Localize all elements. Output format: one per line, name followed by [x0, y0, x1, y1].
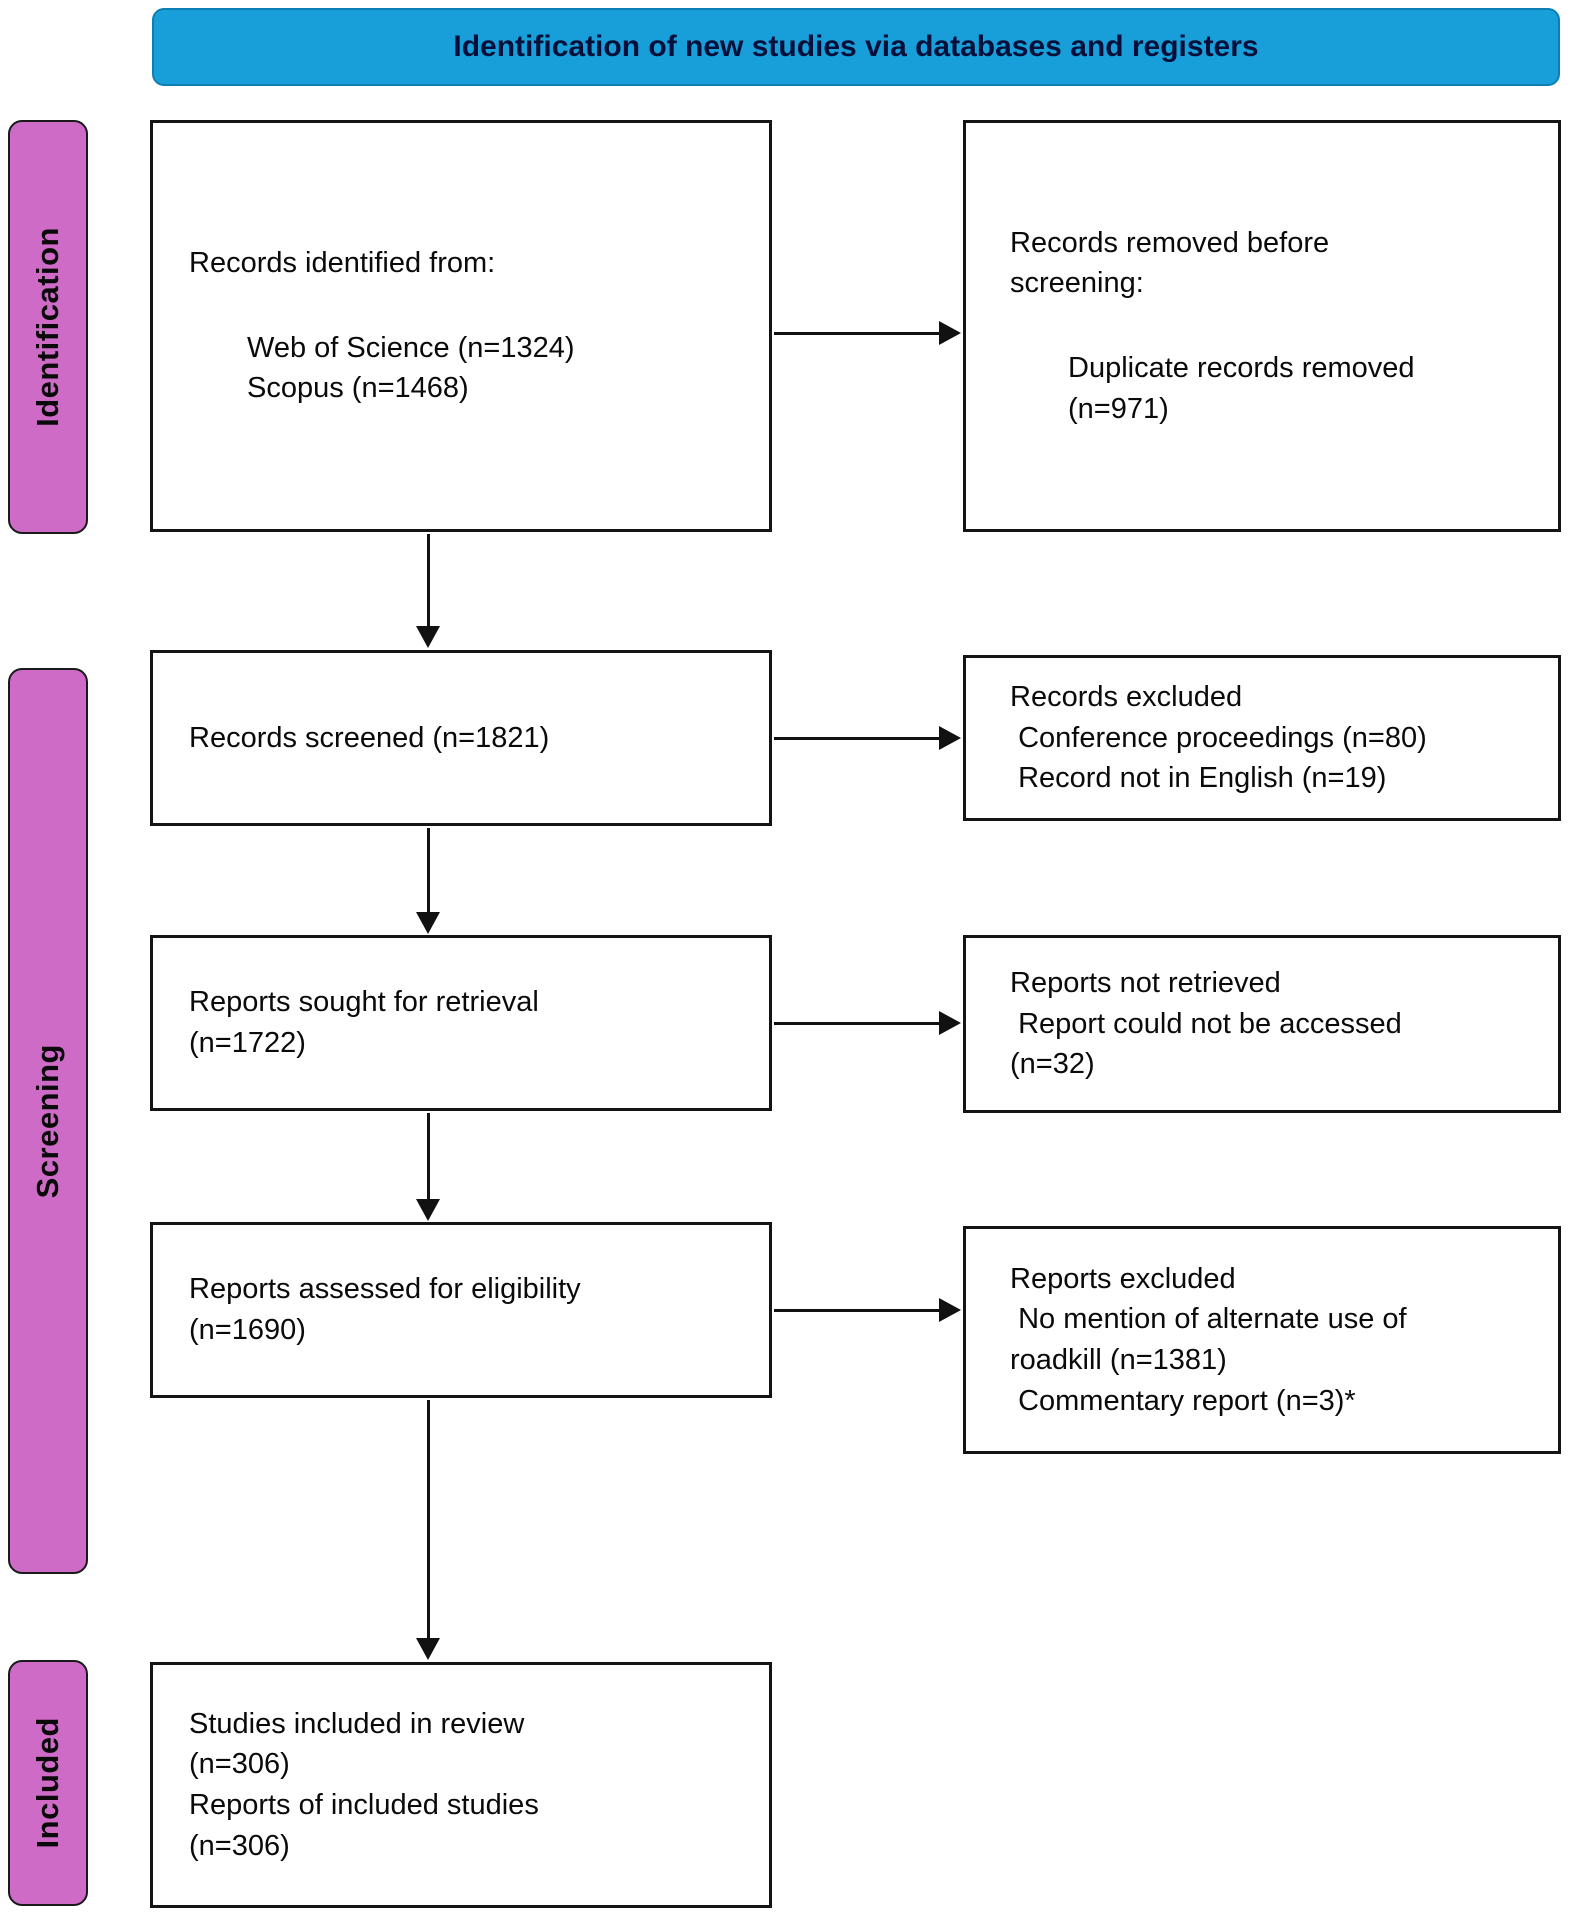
duplicates-removed-line-1: Duplicate records removed	[1068, 352, 1415, 384]
box-reports-not-retrieved-line-2: Report could not be accessed	[1010, 1007, 1402, 1040]
box-reports-sought: Reports sought for retrieval (n=1722)	[150, 935, 772, 1111]
duplicates-removed-line-2: (n=971)	[1068, 392, 1169, 425]
arrow-head-icon	[939, 321, 961, 345]
stage-label-included: Included	[8, 1660, 88, 1906]
box-reports-not-retrieved-line-3: (n=32)	[1010, 1048, 1095, 1081]
box-reports-not-retrieved: Reports not retrieved Report could not b…	[963, 935, 1561, 1113]
box-studies-included-line-4: (n=306)	[189, 1829, 290, 1862]
arrow-shaft	[774, 1021, 939, 1025]
box-records-excluded-line-1: Records excluded	[1010, 681, 1243, 714]
box-reports-excluded-line-3: roadkill (n=1381)	[1010, 1344, 1227, 1376]
box-records-identified-title: Records identified from:	[189, 247, 496, 280]
box-reports-excluded-line-2: No mention of alternate use of	[1010, 1303, 1407, 1336]
arrow-head-icon	[416, 912, 440, 934]
box-records-removed-title-2: screening:	[1010, 267, 1144, 300]
box-reports-assessed: Reports assessed for eligibility (n=1690…	[150, 1222, 772, 1398]
box-reports-excluded-line-4: Commentary report (n=3)*	[1010, 1384, 1356, 1417]
stage-label-included-text: Included	[30, 1717, 65, 1849]
box-studies-included-line-2: (n=306)	[189, 1748, 290, 1781]
stage-label-screening: Screening	[8, 668, 88, 1574]
stage-label-identification: Identification	[8, 120, 88, 534]
box-reports-sought-line-2: (n=1722)	[189, 1027, 306, 1059]
box-records-identified-items: Web of Science (n=1324) Scopus (n=1468)	[247, 328, 745, 409]
box-records-removed-items: Duplicate records removed (n=971)	[1068, 348, 1540, 429]
box-records-screened-line: Records screened (n=1821)	[189, 721, 550, 754]
box-reports-not-retrieved-line-1: Reports not retrieved	[1010, 967, 1281, 1000]
source-web-of-science: Web of Science (n=1324)	[247, 331, 575, 364]
arrow-head-icon	[416, 1638, 440, 1660]
arrow-shaft	[774, 331, 939, 335]
box-reports-assessed-line-2: (n=1690)	[189, 1314, 306, 1346]
box-records-removed: Records removed before screening: Duplic…	[963, 120, 1561, 532]
box-studies-included: Studies included in review (n=306) Repor…	[150, 1662, 772, 1908]
arrow-head-icon	[939, 1011, 961, 1035]
box-records-identified: Records identified from: Web of Science …	[150, 120, 772, 532]
box-records-excluded-line-2: Conference proceedings (n=80)	[1010, 721, 1427, 754]
stage-label-screening-text: Screening	[30, 1043, 65, 1199]
arrow-shaft	[774, 736, 939, 740]
arrow-shaft	[426, 828, 430, 912]
arrow-shaft	[426, 1113, 430, 1199]
stage-label-identification-text: Identification	[30, 227, 65, 427]
arrow-shaft	[774, 1308, 939, 1312]
box-reports-sought-line-1: Reports sought for retrieval	[189, 986, 539, 1019]
box-records-excluded: Records excluded Conference proceedings …	[963, 655, 1561, 821]
box-studies-included-line-1: Studies included in review	[189, 1707, 525, 1740]
arrow-shaft	[426, 534, 430, 626]
diagram-title-banner: Identification of new studies via databa…	[152, 8, 1560, 86]
arrow-shaft	[426, 1400, 430, 1638]
box-reports-assessed-line-1: Reports assessed for eligibility	[189, 1273, 581, 1306]
diagram-title: Identification of new studies via databa…	[453, 30, 1259, 63]
arrow-head-icon	[416, 626, 440, 648]
arrow-head-icon	[939, 1298, 961, 1322]
box-reports-excluded-line-1: Reports excluded	[1010, 1262, 1236, 1295]
box-records-screened: Records screened (n=1821)	[150, 650, 772, 826]
box-records-excluded-line-3: Record not in English (n=19)	[1010, 762, 1387, 795]
box-studies-included-line-3: Reports of included studies	[189, 1789, 539, 1821]
arrow-head-icon	[939, 726, 961, 750]
arrow-head-icon	[416, 1199, 440, 1221]
box-reports-excluded: Reports excluded No mention of alternate…	[963, 1226, 1561, 1454]
box-records-removed-title-1: Records removed before	[1010, 226, 1330, 259]
source-scopus: Scopus (n=1468)	[247, 372, 469, 405]
